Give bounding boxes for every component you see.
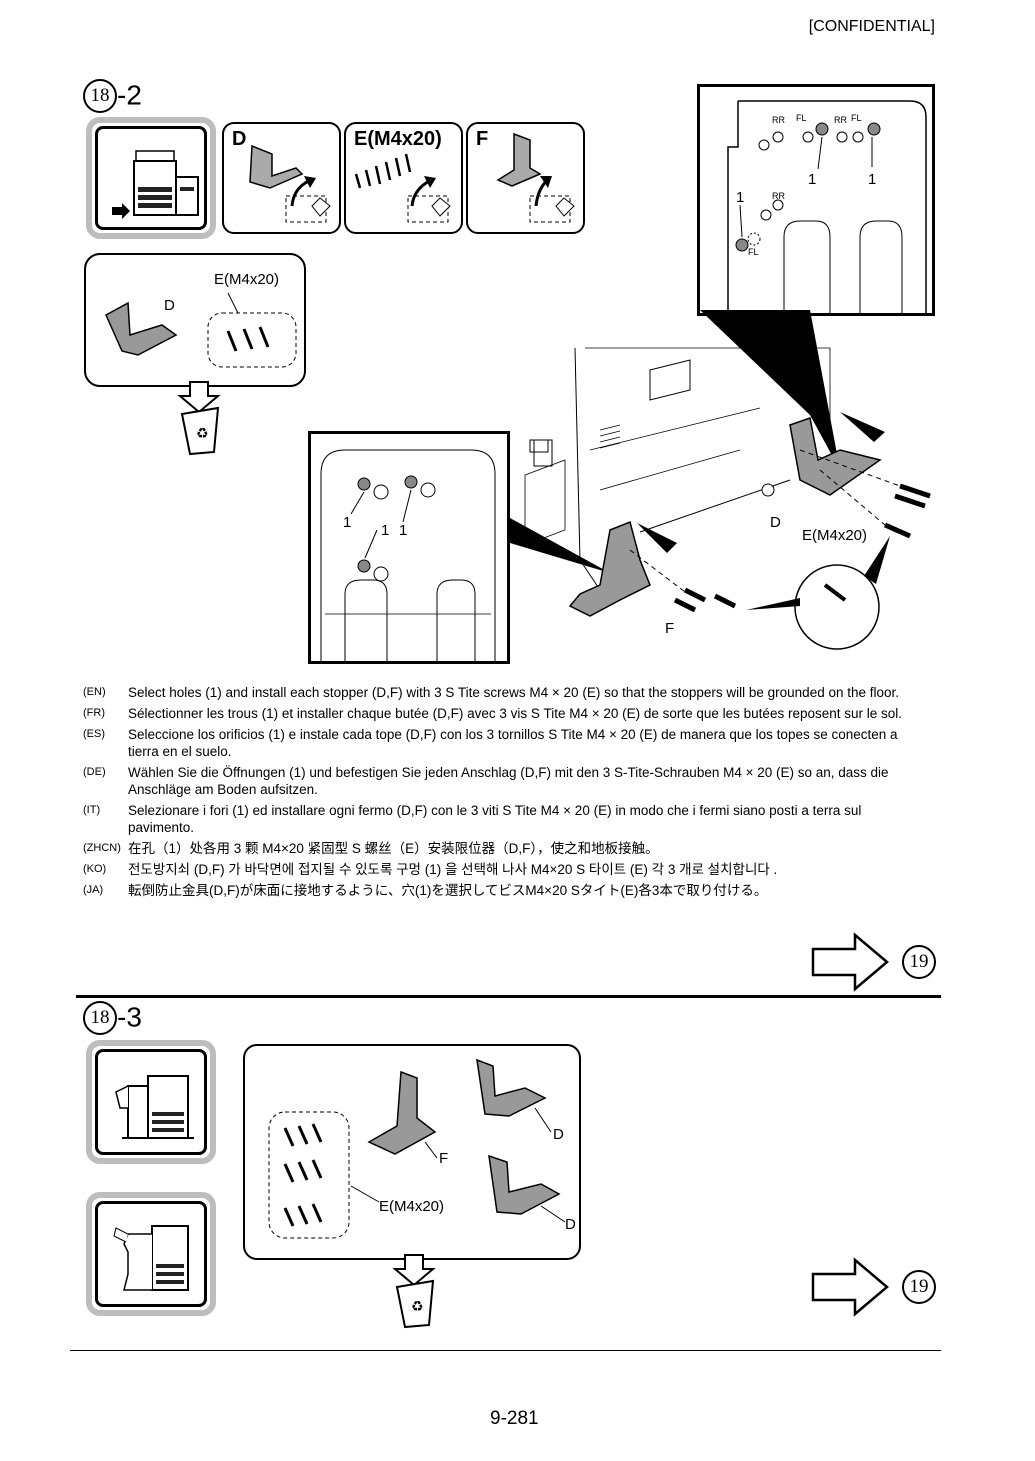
main-label-d: D: [770, 514, 781, 531]
instruction-row-en: (EN) Select holes (1) and install each st…: [83, 684, 913, 701]
stopper-f-icon: [496, 132, 575, 223]
detail-left-hole-label-1: 1: [343, 514, 352, 531]
page-number: 9-281: [490, 1408, 539, 1429]
machine-icon-box: [95, 1049, 207, 1155]
detail-top-hole-label-3: 1: [736, 189, 745, 206]
step-suffix: -3: [117, 1001, 142, 1033]
instruction-row-de: (DE) Wählen Sie die Öffnungen (1) und bef…: [83, 764, 913, 798]
label-d-2b: D: [565, 1216, 576, 1233]
machine-icon-box: [95, 1201, 207, 1307]
next-step-number: 19: [902, 945, 936, 979]
part-label-f: F: [476, 128, 489, 150]
machine-base-drawing: [510, 310, 931, 650]
removed-stopper-label: D: [164, 297, 175, 314]
detail-top-hole-label-1: 1: [808, 171, 817, 188]
detail-top-rr-2: RR: [834, 115, 847, 125]
removed-screw-label: E(M4x20): [214, 271, 280, 288]
detail-top-drawing: [727, 100, 927, 313]
lang-code: (JA): [83, 884, 104, 896]
instruction-text: 在孔（1）处各用 3 颗 M4×20 紧固型 S 螺丝（E）安装限位器（D,F）…: [128, 841, 659, 856]
detail-top-rr-1: RR: [772, 115, 785, 125]
step-suffix: -2: [117, 79, 142, 111]
instruction-text: 転倒防止金具(D,F)が床面に接地するように、穴(1)を選択してビスM4×20 …: [128, 883, 768, 898]
screws-e-icon: [354, 153, 451, 223]
printer-icon: [112, 150, 199, 219]
svg-text:♻: ♻: [196, 426, 209, 442]
next-step-number: 19: [902, 1270, 936, 1304]
next-step-arrow-icon: [811, 932, 889, 992]
printer-with-inner-finisher-icon: [113, 1225, 189, 1291]
printer-with-finisher-icon: [115, 1075, 194, 1139]
detail-top-fl-3: FL: [748, 247, 759, 257]
instruction-list: (EN) Select holes (1) and install each st…: [83, 684, 913, 903]
lang-code: (ZHCN): [83, 842, 121, 854]
main-label-f: F: [665, 620, 675, 637]
section-divider: [76, 995, 941, 998]
detail-top-hole-label-2: 1: [868, 171, 877, 188]
step-number: 18: [83, 1000, 117, 1035]
instruction-row-ko: (KO) 전도방지쇠 (D,F) 가 바닥면에 접지될 수 있도록 구멍 (1) …: [83, 861, 913, 878]
detail-top-fl-1: FL: [796, 113, 807, 123]
part-label-d: D: [232, 128, 247, 150]
confidential-label: [CONFIDENTIAL]: [808, 18, 935, 35]
next-step-a: 19: [902, 945, 936, 979]
lang-code: (FR): [83, 707, 105, 719]
lang-code: (DE): [83, 766, 106, 778]
recycle-bin-icon: ♻: [177, 381, 221, 456]
machine-icon-box: [95, 126, 207, 230]
recycle-bin-icon-2: ♻: [392, 1254, 436, 1329]
machine-icon-frame: [86, 117, 216, 239]
removed-parts-drawing-2: [268, 1058, 566, 1239]
detail-top-fl-2: FL: [851, 113, 862, 123]
instruction-text: Sélectionner les trous (1) et installer …: [128, 706, 903, 721]
instruction-text: Wählen Sie die Öffnungen (1) und befesti…: [128, 765, 889, 797]
instruction-row-ja: (JA) 転倒防止金具(D,F)が床面に接地するように、穴(1)を選択してビスM4…: [83, 882, 913, 899]
label-e-2: E(M4x20): [379, 1198, 445, 1215]
footer-divider: [70, 1350, 941, 1351]
part-label-e: E(M4x20): [354, 128, 442, 150]
lang-code: (EN): [83, 686, 106, 698]
label-d-2a: D: [553, 1126, 564, 1143]
instruction-row-es: (ES) Seleccione los orificios (1) e insta…: [83, 726, 913, 760]
part-box-e: E(M4x20): [344, 122, 463, 234]
removed-parts-drawing: [105, 292, 297, 368]
machine-icon-finisher-2-frame: [86, 1192, 216, 1316]
instruction-text: Select holes (1) and install each stoppe…: [128, 685, 900, 700]
detail-left-hole-label-2: 1: [381, 522, 390, 539]
step-heading-18-2: 18-2: [83, 78, 142, 113]
instruction-row-fr: (FR) Sélectionner les trous (1) et instal…: [83, 705, 913, 722]
detail-view-top: RR FL RR FL 1 1 1 RR FL: [697, 84, 935, 316]
next-step-arrow-icon-2: [811, 1257, 889, 1317]
part-box-d: D: [222, 122, 341, 234]
stopper-d-icon: [249, 144, 331, 223]
part-box-f: F: [466, 122, 585, 234]
step-heading-18-3: 18-3: [83, 1000, 142, 1035]
machine-icon-finisher-1-frame: [86, 1040, 216, 1164]
lang-code: (IT): [83, 804, 101, 816]
instruction-text: 전도방지쇠 (D,F) 가 바닥면에 접지될 수 있도록 구멍 (1) 을 선택…: [128, 862, 778, 877]
svg-text:♻: ♻: [411, 1299, 424, 1315]
detail-view-left: 1 1 1: [308, 431, 510, 664]
instruction-text: Selezionare i fori (1) ed installare ogn…: [128, 803, 862, 835]
detail-left-hole-label-3: 1: [399, 522, 408, 539]
main-label-e: E(M4x20): [802, 527, 868, 544]
instruction-row-it: (IT) Selezionare i fori (1) ed installare…: [83, 802, 913, 836]
label-f-2: F: [439, 1150, 449, 1167]
lang-code: (KO): [83, 863, 107, 875]
lang-code: (ES): [83, 728, 105, 740]
next-step-b: 19: [902, 1270, 936, 1304]
instruction-row-zhcn: (ZHCN) 在孔（1）处各用 3 颗 M4×20 紧固型 S 螺丝（E）安装限位…: [83, 840, 913, 857]
instruction-text: Seleccione los orificios (1) e instale c…: [128, 727, 898, 759]
step-number: 18: [83, 78, 117, 113]
detail-left-drawing: [320, 449, 496, 661]
detail-top-rr-3: RR: [772, 191, 785, 201]
removed-parts-box-2: F D E(M4x20) D: [243, 1044, 581, 1260]
removed-parts-box: E(M4x20) D: [84, 253, 306, 387]
